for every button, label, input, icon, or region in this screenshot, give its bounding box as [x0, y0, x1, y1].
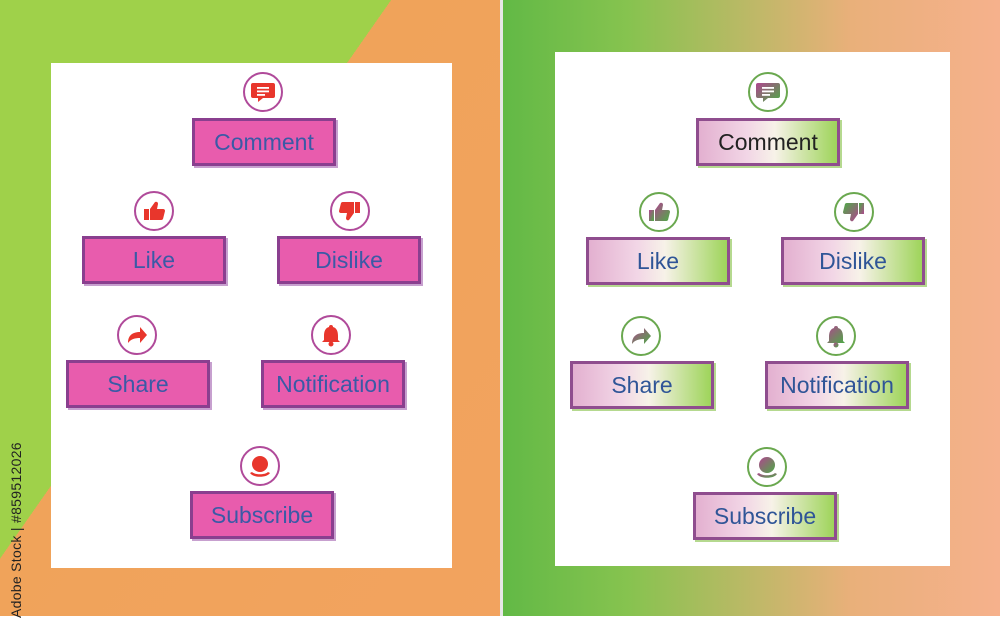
thumbs-up-icon[interactable] [639, 192, 679, 232]
comment-icon[interactable] [243, 72, 283, 112]
thumbs-up-icon[interactable] [134, 191, 174, 231]
dislike-label: Dislike [315, 246, 383, 273]
share-label: Share [611, 371, 673, 398]
subscribe-button[interactable]: Subscribe [190, 491, 334, 539]
notification-button[interactable]: Notification [261, 360, 405, 408]
comment-label: Comment [718, 128, 818, 155]
user-icon[interactable] [240, 446, 280, 486]
share-arrow-icon[interactable] [621, 316, 661, 356]
left-background: Comment Like Dislike Share Notification … [0, 0, 500, 616]
comment-button[interactable]: Comment [192, 118, 336, 166]
dislike-button[interactable]: Dislike [781, 237, 925, 285]
right-panel: Comment Like Dislike Share Notification … [555, 52, 950, 566]
notification-label: Notification [276, 370, 390, 397]
notification-label: Notification [780, 371, 894, 398]
user-icon[interactable] [747, 447, 787, 487]
share-arrow-icon[interactable] [117, 315, 157, 355]
comment-label: Comment [214, 128, 314, 155]
subscribe-label: Subscribe [713, 502, 817, 529]
like-button[interactable]: Like [82, 236, 226, 284]
dislike-button[interactable]: Dislike [277, 236, 421, 284]
divider [500, 0, 503, 616]
right-background: Comment Like Dislike Share Notification … [503, 0, 1000, 616]
stock-id-label: Adobe Stock | #859512026 [8, 442, 24, 618]
notification-button[interactable]: Notification [765, 361, 909, 409]
bell-icon[interactable] [311, 315, 351, 355]
subscribe-button[interactable]: Subscribe [693, 492, 837, 540]
share-label: Share [107, 370, 169, 397]
like-label: Like [636, 247, 680, 274]
share-button[interactable]: Share [66, 360, 210, 408]
comment-icon[interactable] [748, 72, 788, 112]
share-button[interactable]: Share [570, 361, 714, 409]
like-button[interactable]: Like [586, 237, 730, 285]
dislike-label: Dislike [819, 247, 887, 274]
thumbs-down-icon[interactable] [834, 192, 874, 232]
thumbs-down-icon[interactable] [330, 191, 370, 231]
like-label: Like [132, 246, 176, 273]
left-panel: Comment Like Dislike Share Notification … [51, 63, 452, 568]
subscribe-label: Subscribe [210, 501, 314, 528]
bell-icon[interactable] [816, 316, 856, 356]
comment-button[interactable]: Comment [696, 118, 840, 166]
